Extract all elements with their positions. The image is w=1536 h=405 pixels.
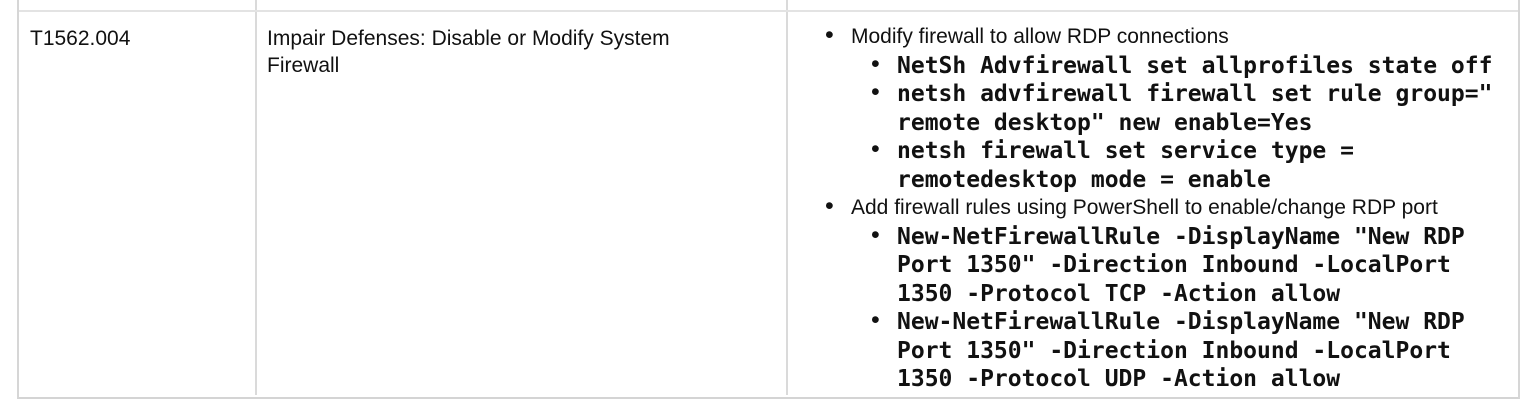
procedure-item: Add firewall rules using PowerShell to e… [788,192,1514,394]
command-list: NetSh Advfirewall set allprofiles state … [851,50,1514,195]
prev-row-name-cell [257,0,788,10]
technique-id: T1562.004 [30,27,131,50]
technique-table: T1562.004 Impair Defenses: Disable or Mo… [17,0,1520,399]
command-item: New-NetFirewallRule -DisplayName "New RD… [851,306,1514,394]
table-row: T1562.004 Impair Defenses: Disable or Mo… [19,12,1518,395]
command-item: netsh advfirewall firewall set rule grou… [851,78,1514,137]
command-item: New-NetFirewallRule -DisplayName "New RD… [851,221,1514,309]
procedures-cell: Modify firewall to allow RDP connections… [788,12,1518,395]
command-text: netsh firewall set service type = remote… [897,138,1354,193]
prev-row-id-cell [19,0,257,10]
prev-row-procedures-cell [788,0,1518,10]
procedure-list: Modify firewall to allow RDP connections… [788,21,1514,394]
technique-id-cell: T1562.004 [19,12,257,395]
procedure-description: Modify firewall to allow RDP connections [851,25,1229,48]
command-list: New-NetFirewallRule -DisplayName "New RD… [851,221,1514,394]
command-item: netsh firewall set service type = remote… [851,135,1514,194]
technique-name: Impair Defenses: Disable or Modify Syste… [267,27,670,77]
technique-name-cell: Impair Defenses: Disable or Modify Syste… [257,12,788,395]
command-item: NetSh Advfirewall set allprofiles state … [851,50,1514,81]
procedure-description: Add firewall rules using PowerShell to e… [851,196,1438,219]
command-text: New-NetFirewallRule -DisplayName "New RD… [897,309,1465,392]
procedure-item: Modify firewall to allow RDP connections… [788,21,1514,195]
command-text: New-NetFirewallRule -DisplayName "New RD… [897,223,1465,307]
command-text: NetSh Advfirewall set allprofiles state … [897,52,1493,79]
previous-row-remnant [19,0,1518,12]
command-text: netsh advfirewall firewall set rule grou… [897,81,1493,136]
